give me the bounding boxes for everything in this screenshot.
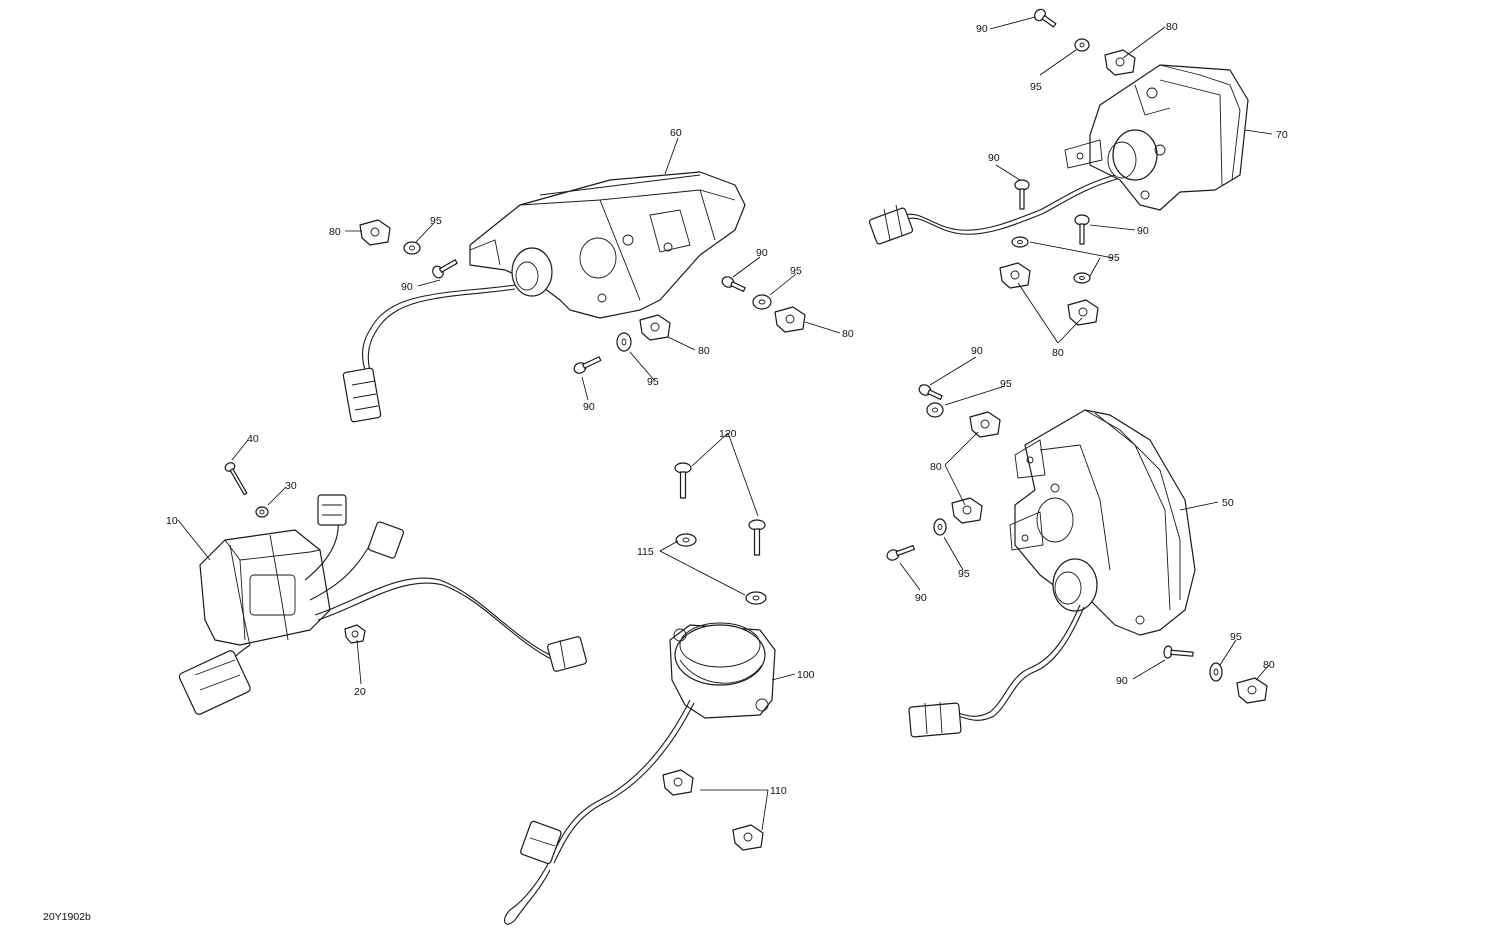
leader-lines	[177, 16, 1273, 831]
callout-80-f: 80	[930, 461, 942, 473]
callout-100: 100	[797, 669, 815, 681]
light-assembly-60	[342, 171, 746, 423]
callout-90-c: 90	[583, 401, 595, 413]
callout-90-g: 90	[971, 345, 983, 357]
callout-95-h: 95	[1230, 631, 1242, 643]
callout-20: 20	[354, 686, 366, 698]
callout-30: 30	[285, 480, 297, 492]
buzzer-100	[504, 622, 776, 925]
callout-95-f: 95	[1000, 378, 1012, 390]
callout-90-b: 90	[401, 281, 413, 293]
callout-95-d: 95	[790, 265, 802, 277]
washers	[255, 38, 1223, 682]
callout-80-a: 80	[329, 226, 341, 238]
callout-90-h: 90	[915, 592, 927, 604]
callout-90-f: 90	[1137, 225, 1149, 237]
callout-90-d: 90	[756, 247, 768, 259]
callout-50: 50	[1222, 497, 1234, 509]
callout-90-e: 90	[988, 152, 1000, 164]
callout-80-c: 80	[842, 328, 854, 340]
callout-115: 115	[637, 546, 654, 558]
screws	[224, 8, 1194, 659]
clip-nuts	[344, 49, 1268, 851]
light-assembly-70	[868, 64, 1249, 245]
diagram-code: 20Y1902b	[43, 911, 91, 923]
callout-80-e: 80	[1052, 347, 1064, 359]
callout-110: 110	[770, 785, 787, 797]
callout-120: 120	[719, 428, 737, 440]
callout-95-a: 95	[1030, 81, 1042, 93]
module-harness-10	[178, 494, 587, 715]
callout-40: 40	[247, 433, 259, 445]
callout-90-a: 90	[976, 23, 988, 35]
callout-95-g: 95	[958, 568, 970, 580]
callout-95-b: 95	[430, 215, 442, 227]
callout-60: 60	[670, 127, 682, 139]
callout-80-d: 80	[1166, 21, 1178, 33]
callout-labels: 60 70 50 10 20 30 40 100 110 115 120 80 …	[166, 21, 1288, 797]
light-assembly-50	[908, 409, 1196, 738]
callout-95-c: 95	[647, 376, 659, 388]
callout-80-b: 80	[698, 345, 710, 357]
callout-10: 10	[166, 515, 178, 527]
callout-70: 70	[1276, 129, 1288, 141]
callout-95-e: 95	[1108, 252, 1120, 264]
callout-90-i: 90	[1116, 675, 1128, 687]
callout-80-g: 80	[1263, 659, 1275, 671]
